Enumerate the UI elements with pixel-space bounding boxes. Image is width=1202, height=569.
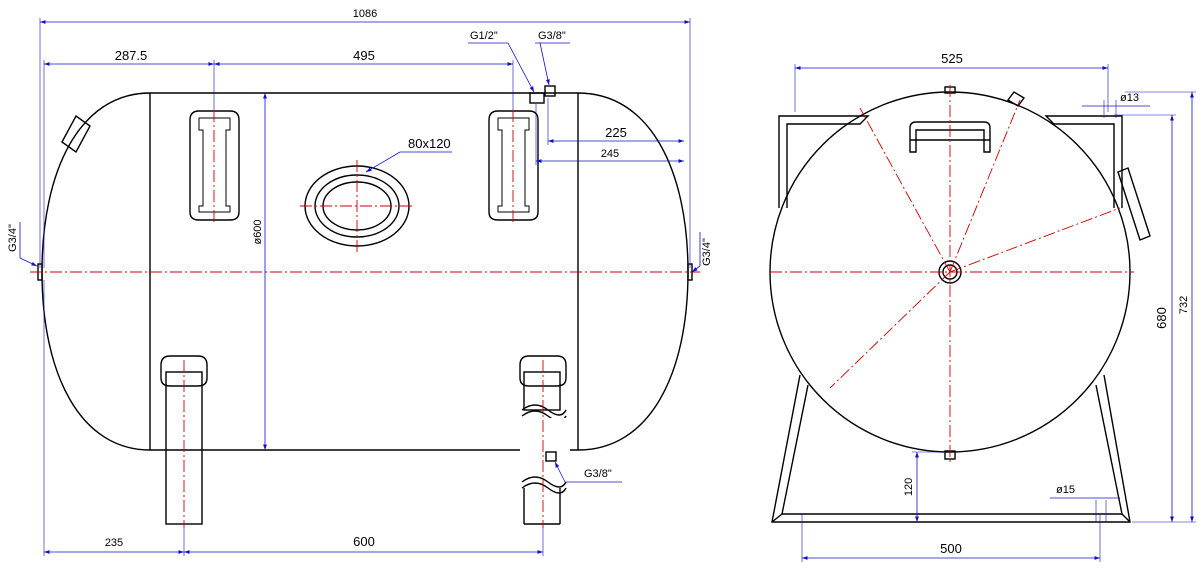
bottom-fitting-g38: [545, 451, 557, 462]
label-left-port: G3/4": [7, 224, 19, 252]
dim-overall-length: 1086: [353, 8, 377, 20]
label-g38-bottom: G3/8": [584, 468, 612, 480]
dim-height-total: 732: [1178, 296, 1190, 314]
dim-top-width: 525: [941, 51, 963, 66]
label-manhole: 80x120: [408, 136, 451, 151]
dim-handle-spacing: 495: [353, 48, 375, 63]
handle-left: [189, 110, 240, 221]
label-g12: G1/2": [470, 30, 498, 42]
dim-hole-small: ø13: [1120, 92, 1139, 104]
dim-leg-spacing: 600: [353, 534, 375, 549]
dim-leg-offset: 235: [105, 537, 123, 549]
dim-225: 225: [605, 125, 627, 140]
side-view: 1086 287.5 495 G1/2" G3/8" 80x120 225 24…: [7, 8, 713, 556]
top-fitting-g12: [529, 92, 545, 104]
dim-offset-left: 287.5: [115, 48, 148, 63]
dim-245: 245: [601, 148, 619, 160]
label-right-port: G3/4": [701, 238, 713, 266]
tank-body-outline: [41, 92, 689, 451]
end-side-fitting: [1117, 167, 1151, 241]
bracket-right: [1044, 115, 1123, 208]
bracket-left: [778, 115, 870, 208]
label-g38-top: G3/8": [538, 30, 566, 42]
end-view: 525 ø13 732 680 120 ø15 500: [769, 51, 1196, 562]
end-handle: [909, 121, 991, 153]
dim-base-width: 500: [940, 541, 962, 556]
dim-diameter: ø600: [252, 219, 264, 244]
dim-leg-height: 120: [903, 478, 915, 496]
dim-hole-foot: ø15: [1056, 484, 1075, 496]
top-fitting-g38: [544, 85, 556, 97]
left-head-fitting: [61, 114, 91, 154]
handle-right: [488, 110, 539, 221]
support-frame: [771, 374, 1131, 523]
dim-height-tank: 680: [1154, 307, 1169, 329]
leg-right: [519, 355, 570, 525]
